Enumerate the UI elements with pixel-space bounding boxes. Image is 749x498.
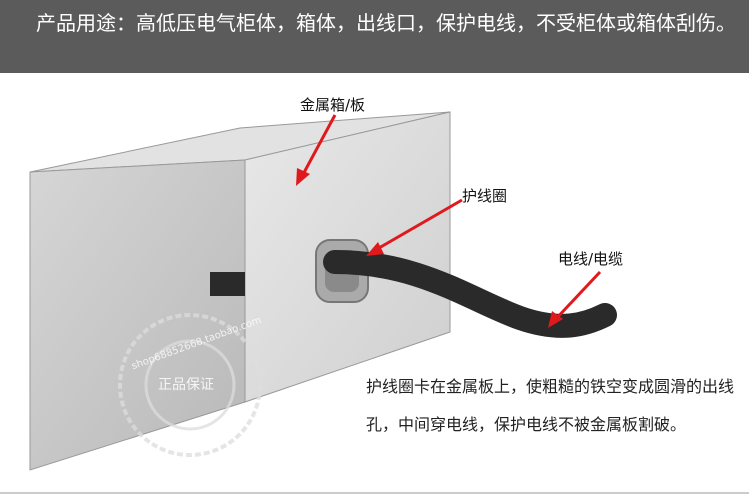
header-banner: 产品用途：高低压电气柜体，箱体，出线口，保护电线，不受柜体或箱体刮伤。 xyxy=(0,0,749,73)
arrow-cable xyxy=(548,270,602,328)
arrow-metal-box xyxy=(296,114,337,186)
product-usage-text: 产品用途：高低压电气柜体，箱体，出线口，保护电线，不受柜体或箱体刮伤。 xyxy=(36,11,736,35)
cable-left-segment xyxy=(210,272,245,296)
label-grommet: 护线圈 xyxy=(462,187,508,205)
arrow-grommet xyxy=(366,198,463,256)
watermark-seal xyxy=(118,313,262,457)
cable xyxy=(323,250,617,338)
label-cable: 电线/电缆 xyxy=(558,250,624,268)
watermark-center-text: 正品保证 xyxy=(158,377,214,393)
bottom-divider xyxy=(0,492,749,494)
description-text: 护线圈卡在金属板上，使粗糙的铁空变成圆滑的出线孔，中间穿电线，保护电线不被金属板… xyxy=(366,377,735,434)
label-metal-box: 金属箱/板 xyxy=(300,96,366,114)
